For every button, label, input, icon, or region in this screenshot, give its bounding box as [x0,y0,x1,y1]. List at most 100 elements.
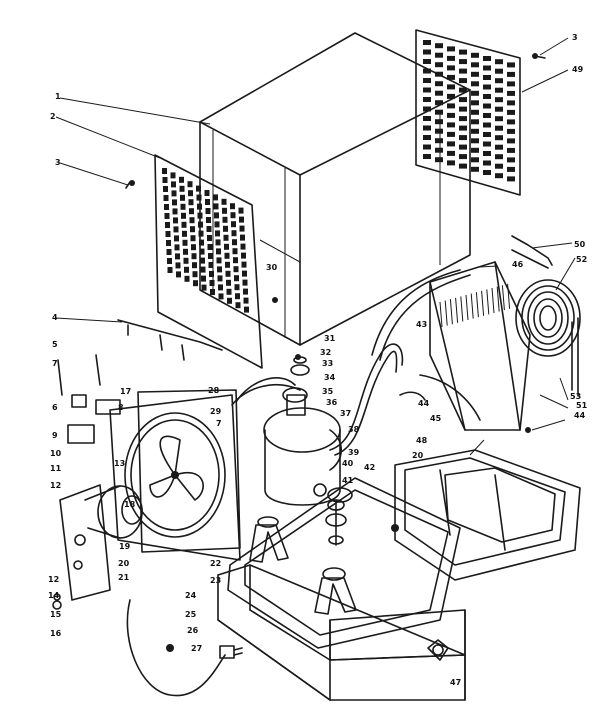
callout-c24: 24 [185,591,197,600]
callout-c19: 19 [119,542,131,551]
grille-slot [435,62,443,68]
grille-slot [201,284,207,291]
grille-slot [191,244,196,251]
grille-slot [507,119,515,125]
compressor [263,356,353,506]
drain-pan [394,449,581,581]
grille-slot [244,306,249,313]
callout-c21: 21 [118,573,130,582]
grille-slot [224,243,229,250]
callout-c38: 38 [348,425,360,434]
condenser-fin [507,283,511,309]
grille-slot [163,186,168,192]
grille-slot [447,160,455,166]
grille-slot [184,275,190,282]
callout-c46: 46 [512,260,524,269]
callout-c7b: 7 [216,419,222,428]
grille-slot [483,94,491,99]
callout-c26: 26 [187,626,199,635]
grille-slot [507,128,515,134]
callout-c23: 23 [210,576,221,585]
grille-slot [215,230,220,237]
grille-slot [495,97,503,103]
grille-slot [182,230,187,237]
grille-slot [447,74,455,80]
grille-slot [181,212,186,219]
callout-c48: 48 [416,436,428,445]
grille-slot [183,257,189,264]
grille-slot [242,279,248,286]
grille-slot [209,271,214,277]
grille-slot [495,173,503,179]
callout-c30: 30 [266,263,278,272]
grille-slot [217,266,222,273]
callout-c33: 33 [322,359,333,368]
callout-c39: 39 [348,448,360,457]
condenser-fin [486,289,490,315]
grille-slot [232,248,238,255]
grille-slot [196,185,201,192]
grille-slot [423,87,431,93]
grille-slot [172,199,177,206]
callout-c42: 42 [364,463,375,472]
grille-slot [447,131,455,137]
condenser-fin [481,290,485,316]
grille-slot [208,253,213,259]
grille-slot [483,113,491,118]
callout-c15: 15 [50,610,62,619]
grille-slot [423,97,431,102]
grille-slot [241,252,246,259]
grille-slot [423,154,431,159]
grille-slot [188,190,193,197]
grille-slot [214,221,220,228]
grille-slot [230,212,236,219]
grille-slot [189,217,195,224]
grille-slot [200,257,205,264]
fan-shroud [109,389,241,561]
grille-slot [226,288,232,295]
callout-c20a: 20 [118,559,130,568]
callout-c2: 2 [50,112,56,121]
grille-slot [471,62,479,68]
condenser-fin [475,292,479,318]
condenser-fin [439,301,443,328]
grille-slot [423,78,431,83]
grille-slot [234,275,239,282]
grille-slot [239,225,245,232]
fan-motor-assembly [59,484,143,601]
grille-slot [423,40,431,45]
grille-slot [191,253,197,260]
callout-c31: 31 [324,334,336,343]
grille-slot [483,132,491,137]
callout-c5: 5 [52,340,58,349]
grille-slot [447,65,455,71]
grille-slot [196,194,202,201]
grille-slot [435,128,443,134]
callout-c45: 45 [430,414,442,423]
grille-slot [459,68,467,74]
grille-slot [459,97,467,103]
grille-slot [483,151,491,156]
grille-slot [435,43,443,49]
grille-slot [507,62,515,68]
callout-c14: 14 [48,591,60,600]
grille-slot [189,208,194,215]
callout-c35: 35 [322,387,334,396]
grille-slot [162,168,167,174]
grille-slot [182,239,188,246]
grille-slot [435,52,443,58]
grille-slot [423,68,431,74]
grille-slot [213,203,219,210]
grille-slot [164,213,170,219]
grille-slot [215,239,221,246]
grille-slot [223,234,229,241]
grille-slot [192,262,197,269]
grille-slot [240,234,245,241]
relay-parts [57,354,121,444]
condenser-fin [460,296,464,322]
grille-slot [209,280,215,286]
grille-slot [221,198,227,205]
grille-slot [507,176,515,182]
